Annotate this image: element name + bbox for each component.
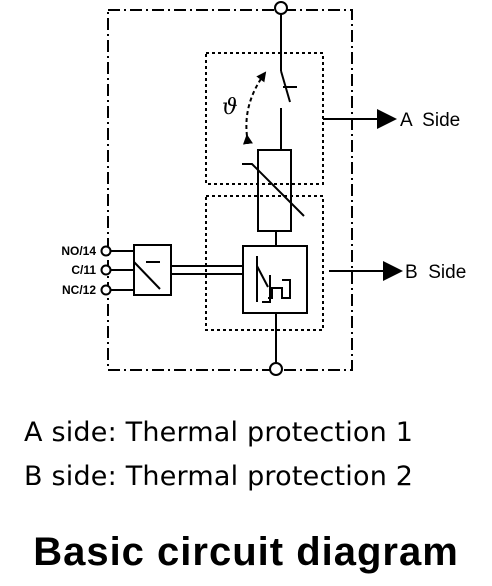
terminal-nc-label: NC/12 — [62, 283, 96, 297]
legend-side-b: B side: Thermal protection 2 — [24, 461, 414, 492]
outer-enclosure — [107, 9, 353, 371]
relay-heater-icon — [268, 279, 291, 299]
side-a-label: A Side — [400, 110, 460, 131]
circuit-diagram: ϑ NO/14 C/11 NC/12 A Side B Side — [61, 1, 466, 376]
thermistor-slash — [242, 163, 305, 217]
page-title: Basic circuit diagram — [33, 530, 459, 574]
terminal-c — [100, 264, 112, 276]
top-terminal — [274, 1, 288, 15]
side-b-label: B Side — [405, 262, 466, 283]
thermal-coupling-arrow — [242, 71, 267, 145]
legend-side-a: A side: Thermal protection 1 — [24, 417, 414, 448]
terminal-no — [100, 245, 112, 257]
terminal-nc — [100, 284, 112, 296]
theta-symbol: ϑ — [222, 95, 238, 120]
aux-contact-blade — [133, 261, 161, 290]
terminal-no-label: NO/14 — [61, 244, 96, 258]
relay-inner-contact — [262, 275, 271, 303]
relay-box — [242, 245, 308, 314]
side-b-box — [205, 195, 324, 331]
bottom-terminal — [269, 362, 283, 376]
aux-contact-box — [133, 244, 172, 296]
relay-inner-blade — [256, 265, 269, 288]
thermistor — [257, 149, 292, 232]
terminal-c-label: C/11 — [71, 263, 96, 277]
